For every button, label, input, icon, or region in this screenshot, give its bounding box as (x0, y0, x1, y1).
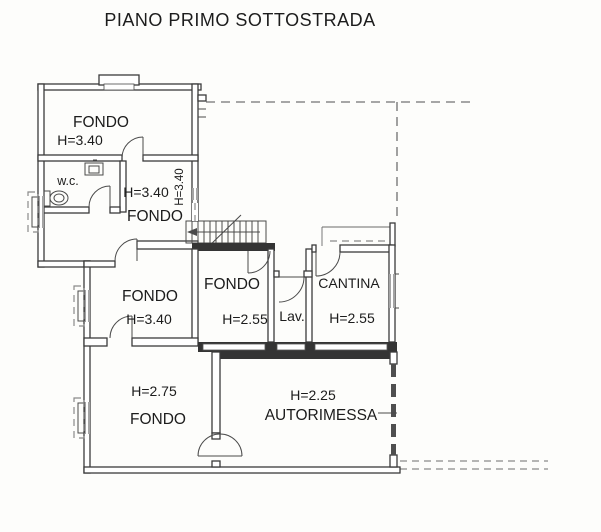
room-label-hall: FONDO (127, 208, 183, 225)
toilet-icon (43, 190, 69, 207)
vent-slot (314, 343, 388, 351)
room-label-fondo-mid: FONDO (204, 276, 260, 293)
door-arc (247, 250, 271, 274)
room-label-fondo-bottom: FONDO (130, 411, 186, 428)
door-arc (278, 276, 305, 303)
autorimessa-top-wall (220, 352, 397, 359)
stairs (185, 214, 267, 249)
wc-walls (43, 159, 127, 214)
room-label-lav: Lav. (279, 308, 304, 324)
middle-band-walls (191, 244, 399, 343)
door-arc (315, 251, 341, 277)
dashed-boundary (206, 101, 548, 470)
room-height-fondo-mid-left: H=3.40 (126, 311, 172, 327)
room-height-autorimessa: H=2.25 (290, 387, 336, 403)
bottom-band-walls (197, 351, 398, 468)
door-arc (197, 433, 243, 457)
door-arc (114, 238, 138, 262)
terrace-edge-lines (321, 226, 390, 246)
heavy-wall-below-stairs (192, 243, 275, 251)
window (389, 273, 399, 309)
middle-band-bottom-wall (83, 315, 397, 352)
room-label-wc: w.c. (56, 174, 79, 188)
stair-arrow-icon (187, 228, 197, 236)
room-label-cantina: CANTINA (318, 275, 380, 291)
page-title: PIANO PRIMO SOTTOSTRADA (104, 10, 375, 30)
room-height-fondo-mid: H=2.55 (222, 311, 268, 327)
room-height-hall-vertical: H=3.40 (174, 168, 186, 205)
door-arc (109, 315, 133, 339)
garage-door (389, 351, 398, 468)
chimney-recess (98, 74, 140, 86)
door-arc (88, 185, 111, 208)
hall-walls (83, 238, 199, 268)
door-arc (121, 136, 144, 159)
room-height-cantina: H=2.55 (329, 310, 375, 326)
room-fondo-top-walls (37, 136, 199, 162)
outer-walls (37, 74, 401, 474)
vent-slot (276, 343, 306, 351)
room-label-autorimessa: AUTORIMESSA (265, 407, 378, 424)
window (73, 285, 90, 327)
room-label-fondo-top: FONDO (73, 114, 129, 131)
wall-notch (197, 94, 207, 102)
stair-break-line (206, 214, 242, 249)
window (192, 188, 198, 221)
vent-slot (202, 343, 266, 351)
room-label-fondo-mid-left: FONDO (122, 288, 178, 305)
window (73, 397, 90, 439)
room-height-hall: H=3.40 (123, 184, 169, 200)
room-height-fondo-bottom: H=2.75 (131, 383, 177, 399)
sink-icon (84, 159, 104, 176)
room-height-fondo-top: H=3.40 (57, 132, 103, 148)
window (27, 191, 44, 233)
